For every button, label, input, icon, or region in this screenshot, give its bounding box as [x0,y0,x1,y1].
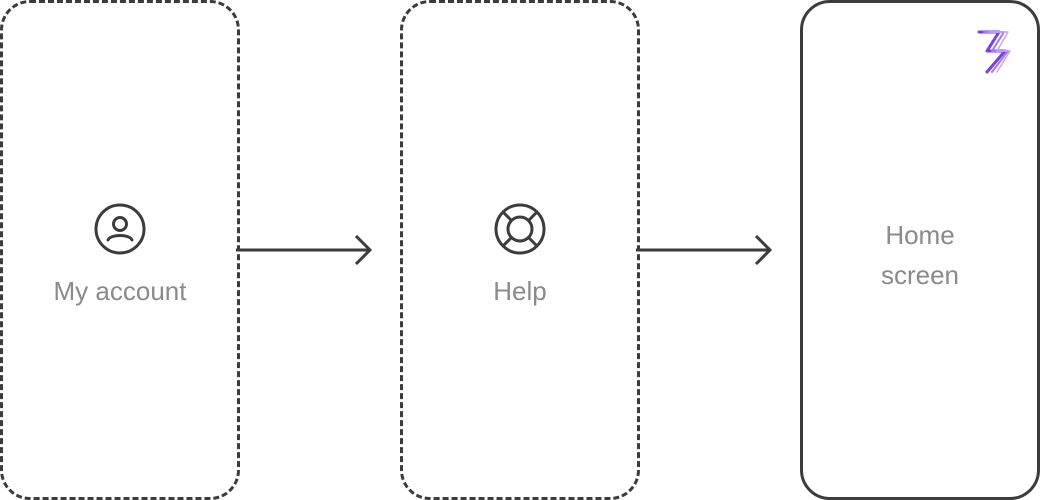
brand-logo-icon [977,30,1011,74]
arrow-my-account-to-help [236,234,373,266]
my-account-label: My account [53,276,187,306]
help-label: Help [493,276,547,306]
home-screen-label: Home screen [880,220,960,290]
lifebuoy-icon [494,203,546,255]
my-account-screen-node: My account [0,0,240,500]
home-screen-node: Home screen [800,0,1040,500]
user-circle-icon [94,203,146,255]
help-screen-node: Help [400,0,640,500]
arrow-help-to-home-screen [636,234,773,266]
